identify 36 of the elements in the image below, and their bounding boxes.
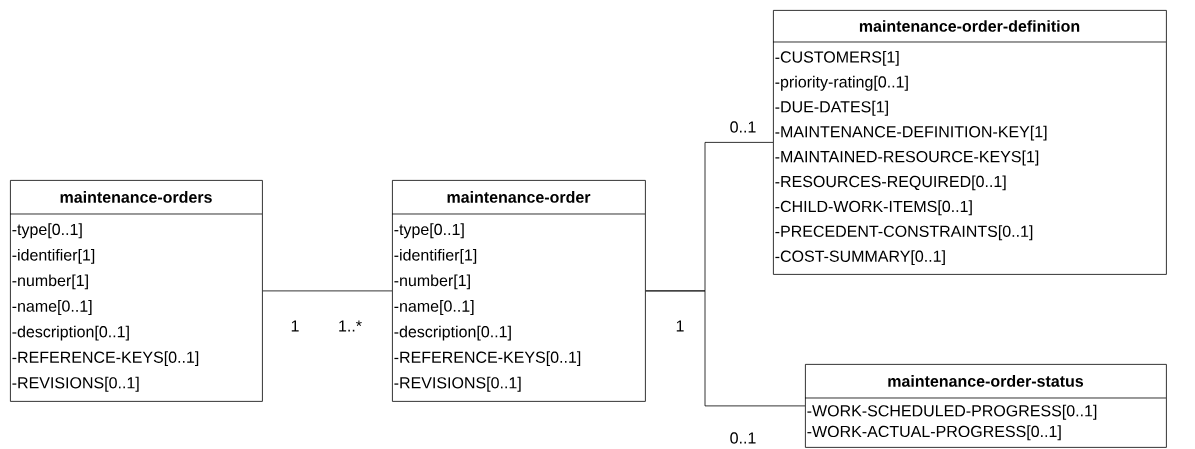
- attribute-text: -type[0..1]: [394, 223, 464, 239]
- attribute-text: -type[0..1]: [12, 223, 82, 239]
- attribute-text: -REFERENCE-KEYS[0..1]: [12, 351, 199, 367]
- attribute-text: -number[1]: [12, 274, 88, 290]
- attribute-text: -WORK-SCHEDULED-PROGRESS[0..1]: [807, 404, 1097, 420]
- attribute-text: -CHILD-WORK-ITEMS[0..1]: [775, 200, 972, 216]
- attribute-text: -REFERENCE-KEYS[0..1]: [394, 351, 581, 367]
- attribute-text: -name[0..1]: [394, 300, 474, 315]
- multiplicity-label: 1..*: [339, 320, 362, 332]
- attribute-text: -description[0..1]: [394, 325, 511, 341]
- class-name: maintenance-order: [447, 191, 591, 203]
- attribute-text: -number[1]: [394, 274, 470, 290]
- multiplicity-label: 1: [676, 320, 684, 332]
- attribute-text: -COST-SUMMARY[0..1]: [775, 250, 945, 266]
- attribute-text: -REVISIONS[0..1]: [12, 376, 139, 392]
- connector-line: [262, 290, 393, 292]
- attribute-text: -REVISIONS[0..1]: [394, 376, 521, 392]
- attribute-text: -DUE-DATES[1]: [775, 100, 888, 116]
- connector-line: [645, 290, 806, 407]
- attribute-text: -identifier[1]: [12, 248, 95, 264]
- attribute-text: -description[0..1]: [12, 325, 129, 341]
- multiplicity-label: 1: [291, 320, 299, 332]
- attribute-text: -RESOURCES-REQUIRED[0..1]: [775, 175, 1006, 191]
- attribute-text: -identifier[1]: [394, 248, 477, 264]
- multiplicity-label: 0..1: [730, 432, 756, 444]
- class-name: maintenance-order-definition: [859, 20, 1080, 32]
- attribute-text: -MAINTAINED-RESOURCE-KEYS[1]: [775, 150, 1039, 166]
- attribute-text: -name[0..1]: [12, 300, 92, 315]
- attribute-text: -CUSTOMERS[1]: [775, 50, 899, 66]
- attribute-text: -MAINTENANCE-DEFINITION-KEY[1]: [775, 125, 1047, 141]
- class-name: maintenance-orders: [60, 191, 212, 203]
- attribute-text: -WORK-ACTUAL-PROGRESS[0..1]: [807, 425, 1061, 441]
- attribute-text: -priority-rating[0..1]: [775, 75, 908, 91]
- class-name: maintenance-order-status: [888, 375, 1084, 387]
- multiplicity-label: 0..1: [730, 121, 756, 133]
- attribute-text: -PRECEDENT-CONSTRAINTS[0..1]: [775, 225, 1033, 241]
